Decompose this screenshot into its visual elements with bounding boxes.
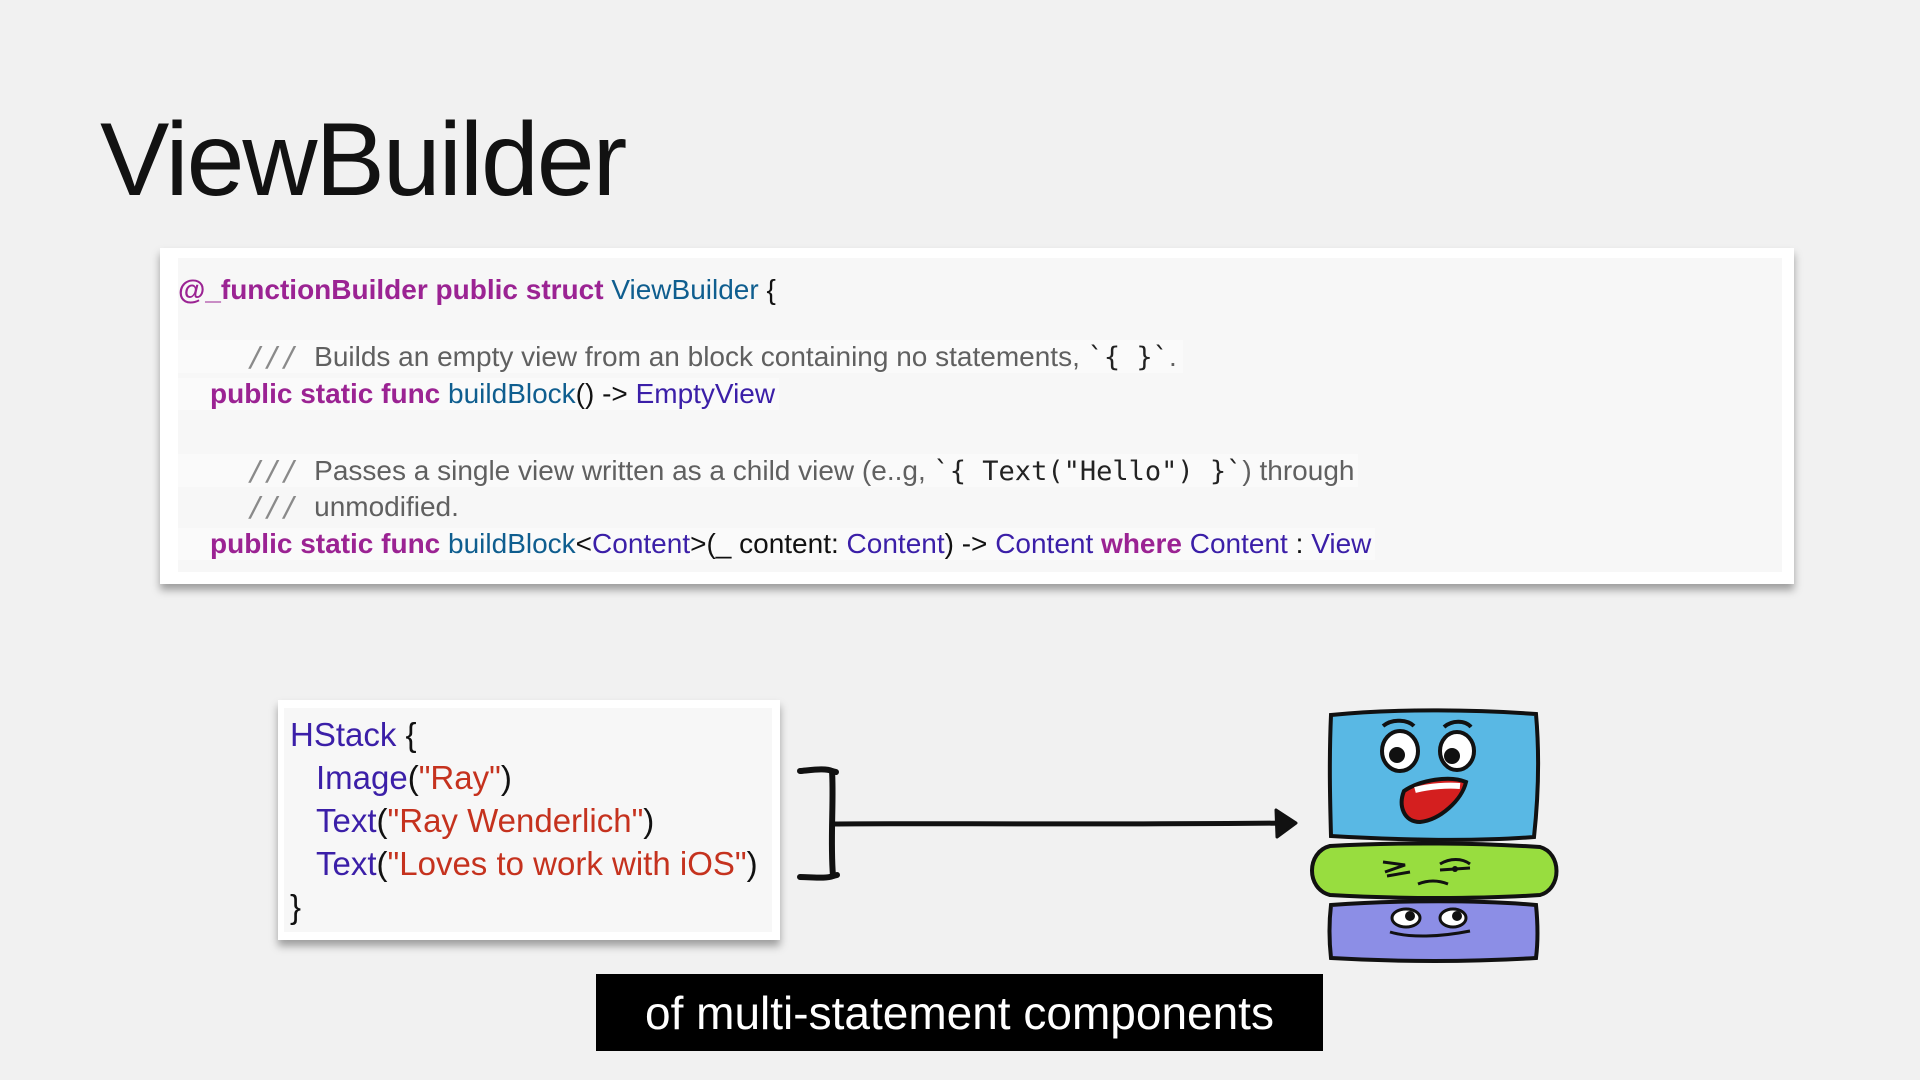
code-punct: ) xyxy=(643,802,655,839)
arrow-right-icon xyxy=(832,808,1298,839)
code-comment-line: /// Builds an empty view from an block c… xyxy=(178,340,1183,373)
code-function: buildBlock xyxy=(448,528,576,559)
code-line-build-empty: public static func buildBlock() -> Empty… xyxy=(178,378,780,410)
comment-slashes: /// xyxy=(248,454,299,487)
code-keyword: public static func xyxy=(210,378,441,409)
hstack-code-block: HStack { Image("Ray") Text("Ray Wenderli… xyxy=(284,708,772,932)
code-line: HStack { xyxy=(290,716,417,754)
code-function: Image xyxy=(316,759,408,796)
slide-title: ViewBuilder xyxy=(100,102,627,218)
code-return-type: EmptyView xyxy=(635,378,776,409)
purple-face-icon xyxy=(1327,899,1540,963)
code-brace: { xyxy=(766,274,776,305)
code-keyword: @_functionBuilder public struct xyxy=(178,274,604,305)
code-brace: { xyxy=(396,716,417,753)
code-punct: ( xyxy=(376,845,388,882)
code-line-build-content: public static func buildBlock<Content>(_… xyxy=(178,528,1376,560)
comment-end: ) through xyxy=(1242,455,1355,486)
comment-text: Passes a single view written as a child … xyxy=(314,455,926,486)
viewbuilder-code-block: @_functionBuilder public struct ViewBuil… xyxy=(178,258,1782,572)
comment-end: . xyxy=(1168,341,1177,372)
code-keyword: where xyxy=(1101,528,1182,559)
bracket-icon xyxy=(797,766,840,881)
code-function: Text xyxy=(316,845,377,882)
code-param-type: Content xyxy=(846,528,945,559)
subtitle-caption: of multi-statement components xyxy=(596,974,1323,1051)
code-return-type: Content xyxy=(995,528,1094,559)
code-comment-line: /// Passes a single view written as a ch… xyxy=(178,454,1359,487)
code-comment-line: /// unmodified. xyxy=(178,490,459,523)
code-protocol: View xyxy=(1311,528,1372,559)
code-punct: < xyxy=(575,528,593,559)
code-line: Image("Ray") xyxy=(316,759,512,797)
code-generic: Content xyxy=(592,528,691,559)
code-line: Text("Ray Wenderlich") xyxy=(316,802,654,840)
code-function: buildBlock xyxy=(448,378,576,409)
code-type: HStack xyxy=(290,716,397,753)
comment-text: Builds an empty view from an block conta… xyxy=(314,341,1080,372)
code-string: "Ray" xyxy=(418,759,501,796)
code-string: "Ray Wenderlich" xyxy=(387,802,644,839)
code-type: ViewBuilder xyxy=(611,274,759,305)
code-string: "Loves to work with iOS" xyxy=(387,845,747,882)
comment-slashes: /// xyxy=(248,490,299,523)
code-constraint: Content xyxy=(1189,528,1288,559)
code-punct: : xyxy=(1295,528,1304,559)
comment-slashes: /// xyxy=(248,340,299,373)
viewbuilder-code-card: @_functionBuilder public struct ViewBuil… xyxy=(160,248,1794,584)
code-punct: ) -> xyxy=(944,528,988,559)
comment-text: unmodified. xyxy=(314,491,459,522)
code-signature: () -> xyxy=(575,378,628,409)
code-punct: ( xyxy=(407,759,419,796)
green-face-icon xyxy=(1310,841,1559,900)
code-keyword: public static func xyxy=(210,528,441,559)
code-closing-brace: } xyxy=(290,888,302,925)
code-function: Text xyxy=(316,802,377,839)
comment-code: `{ }` xyxy=(1087,342,1169,373)
blue-face-icon xyxy=(1327,708,1541,842)
stacked-faces-illustration xyxy=(1310,708,1559,963)
code-punct: >(_ content: xyxy=(690,528,839,559)
code-punct: ) xyxy=(500,759,512,796)
code-punct: ) xyxy=(746,845,758,882)
code-punct: ( xyxy=(376,802,388,839)
hstack-code-card: HStack { Image("Ray") Text("Ray Wenderli… xyxy=(278,700,780,940)
code-line: Text("Loves to work with iOS") xyxy=(316,845,758,883)
comment-code: `{ Text("Hello") }` xyxy=(933,456,1243,487)
code-line-struct: @_functionBuilder public struct ViewBuil… xyxy=(178,274,776,306)
